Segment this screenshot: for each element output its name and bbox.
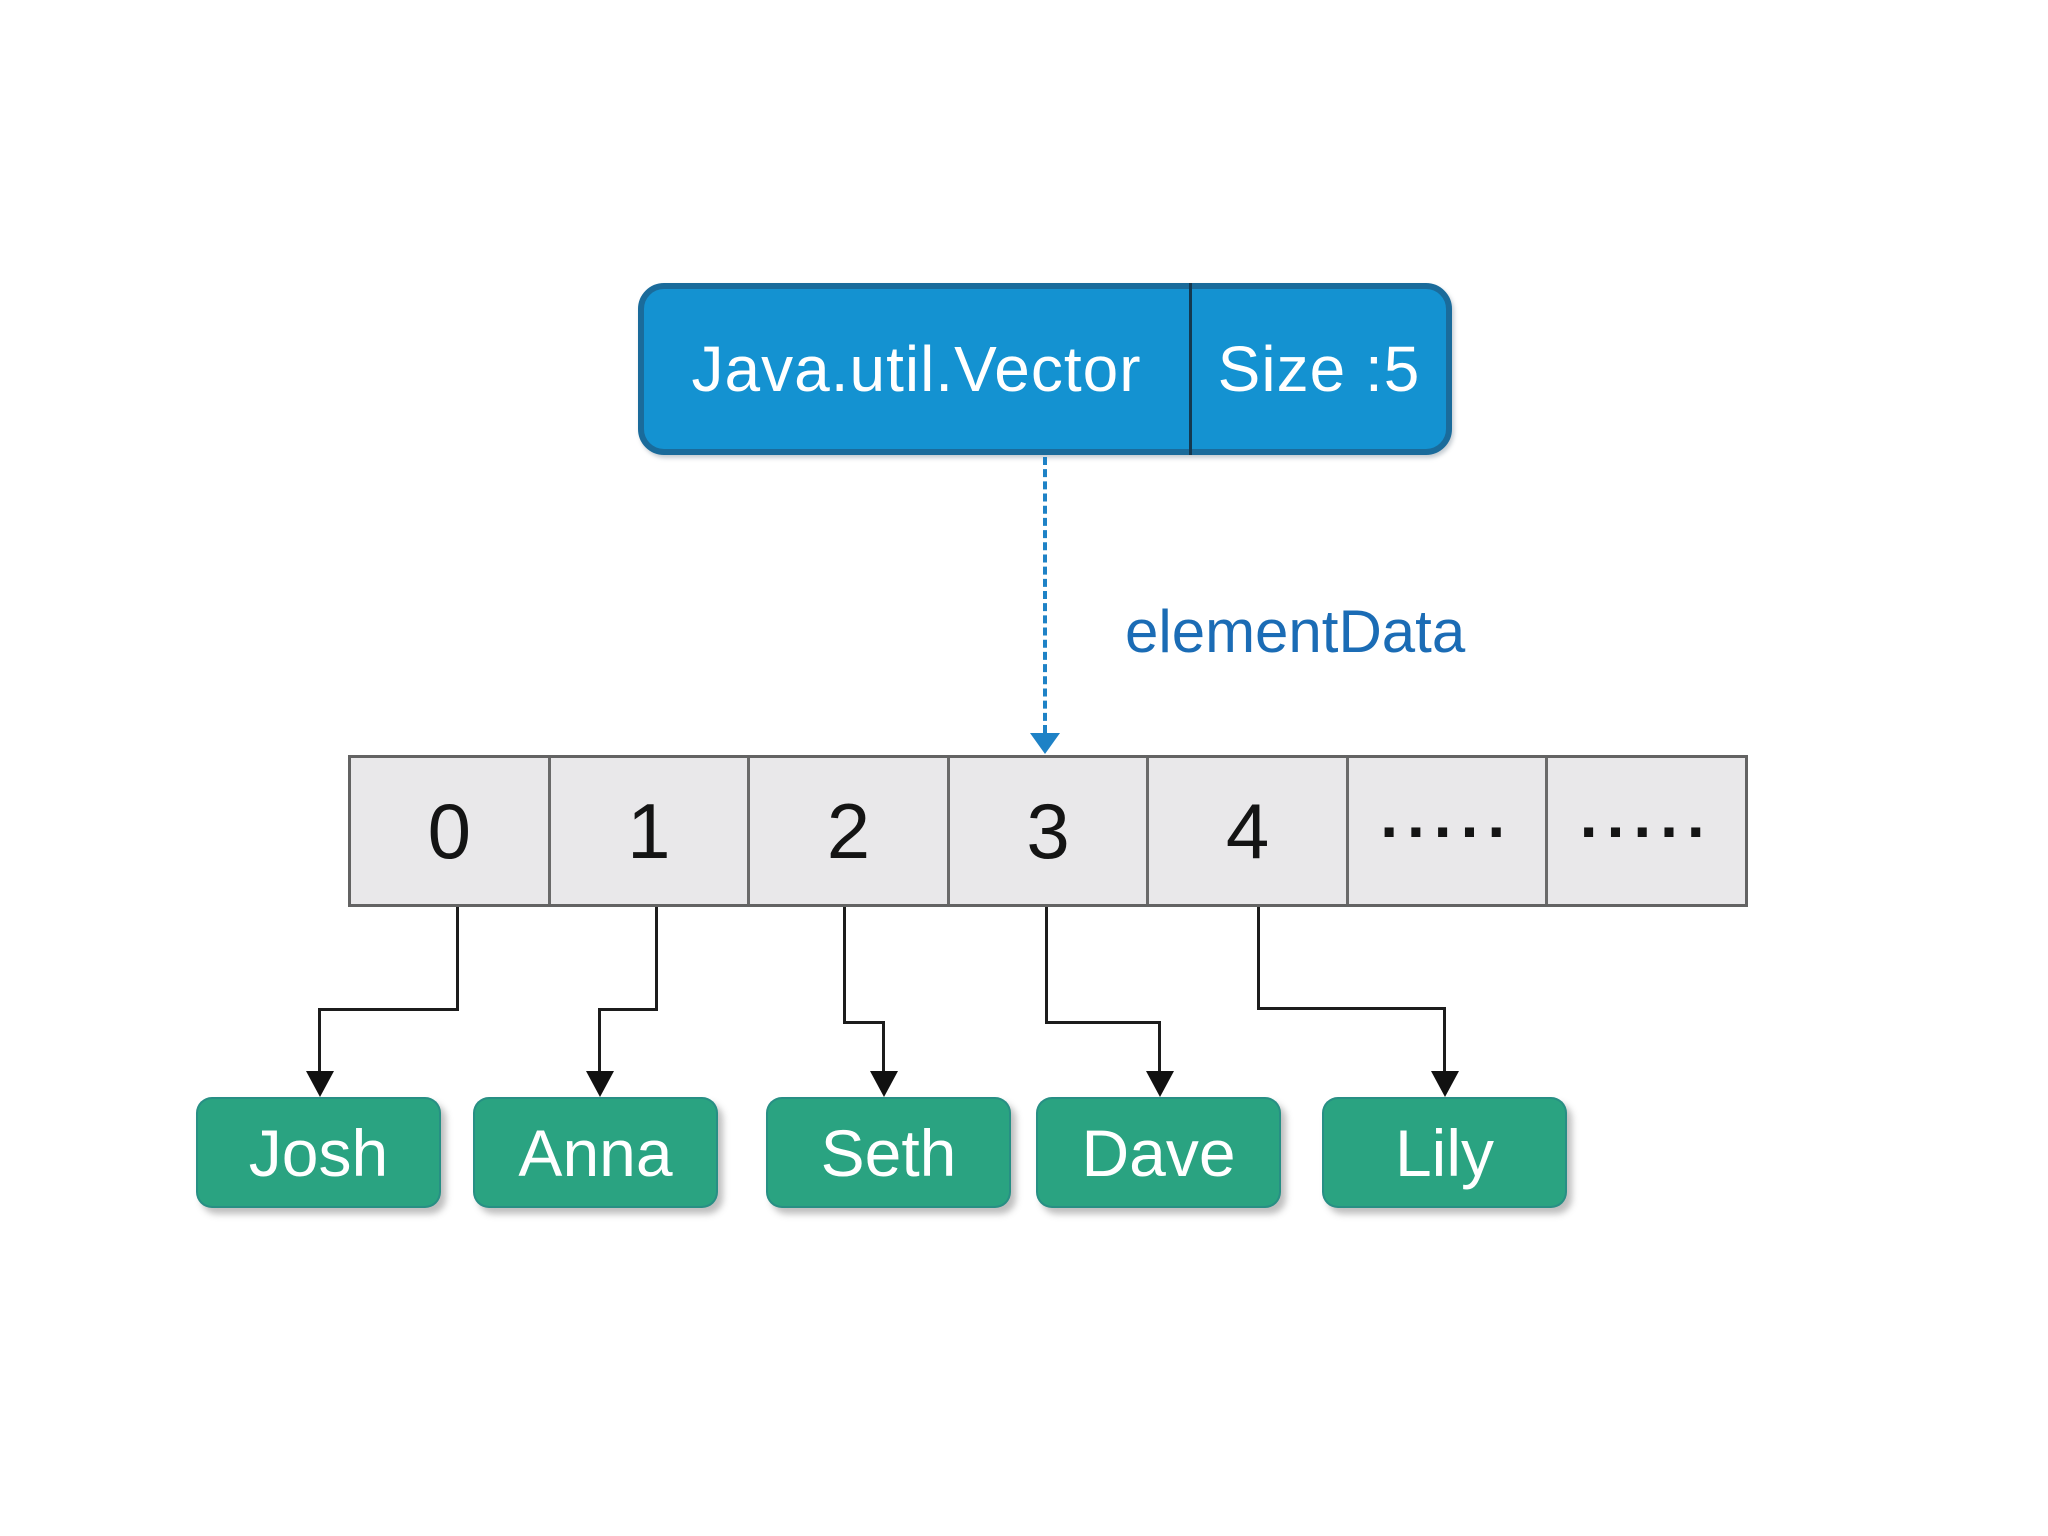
array-cell-0-index: 0 xyxy=(427,786,471,875)
connector-segment xyxy=(1257,907,1260,1010)
connector-segment xyxy=(655,907,658,1011)
array-cell-2-index: 2 xyxy=(826,786,871,875)
array-cell-0: 0 xyxy=(351,758,551,904)
vector-class-label: Java.util.Vector xyxy=(691,333,1142,405)
element-box-lily: Lily xyxy=(1322,1097,1567,1208)
array-cell-ellipsis-1: ..... xyxy=(1349,758,1549,904)
vector-size-section: Size :5 xyxy=(1192,289,1446,449)
connector-segment xyxy=(598,1008,601,1074)
connector-segment xyxy=(843,907,846,1024)
connector-segment xyxy=(1158,1021,1161,1074)
array-cell-2: 2 xyxy=(750,758,950,904)
element-data-label: elementData xyxy=(1125,598,1466,665)
connector-segment xyxy=(456,907,459,1011)
element-label: Lily xyxy=(1394,1115,1495,1190)
arrow-down-icon xyxy=(870,1071,898,1097)
element-data-pointer-line xyxy=(1043,457,1047,733)
element-label: Josh xyxy=(248,1115,389,1190)
connector-segment xyxy=(1257,1007,1446,1010)
element-box-anna: Anna xyxy=(473,1097,718,1208)
array-cell-4: 4 xyxy=(1149,758,1349,904)
array-cell-3: 3 xyxy=(950,758,1150,904)
header-divider xyxy=(1189,283,1192,455)
array-cell-ellipsis-2: ..... xyxy=(1548,758,1745,904)
connector-segment xyxy=(1045,1021,1161,1024)
connector-segment xyxy=(598,1008,658,1011)
array-cell-4-index: 4 xyxy=(1225,786,1270,875)
element-box-dave: Dave xyxy=(1036,1097,1281,1208)
connector-segment xyxy=(1443,1007,1446,1074)
array-cell-1: 1 xyxy=(551,758,751,904)
array-cell-1-index: 1 xyxy=(627,786,671,875)
arrow-down-icon xyxy=(1146,1071,1174,1097)
element-label: Anna xyxy=(518,1115,673,1190)
arrow-down-icon xyxy=(1431,1071,1459,1097)
element-box-seth: Seth xyxy=(766,1097,1011,1208)
element-data-arrow-down-icon xyxy=(1030,733,1060,754)
array-cell-ellipsis-1-text: ..... xyxy=(1380,779,1515,851)
array-cell-ellipsis-2-text: ..... xyxy=(1579,779,1714,851)
vector-class-section: Java.util.Vector xyxy=(644,289,1189,449)
element-box-josh: Josh xyxy=(196,1097,441,1208)
vector-size-label: Size :5 xyxy=(1217,333,1421,405)
connector-segment xyxy=(318,1008,459,1011)
element-label: Seth xyxy=(820,1115,957,1190)
connector-segment xyxy=(843,1021,885,1024)
arrow-down-icon xyxy=(586,1071,614,1097)
arrow-down-icon xyxy=(306,1071,334,1097)
connector-segment xyxy=(882,1021,885,1074)
vector-header-box: Java.util.Vector Size :5 xyxy=(638,283,1452,455)
connector-segment xyxy=(318,1008,321,1074)
element-label: Dave xyxy=(1081,1115,1236,1190)
connector-segment xyxy=(1045,907,1048,1024)
array-cell-3-index: 3 xyxy=(1026,786,1070,875)
element-data-array: 0 1 2 3 4 ..... ..... xyxy=(348,755,1748,907)
